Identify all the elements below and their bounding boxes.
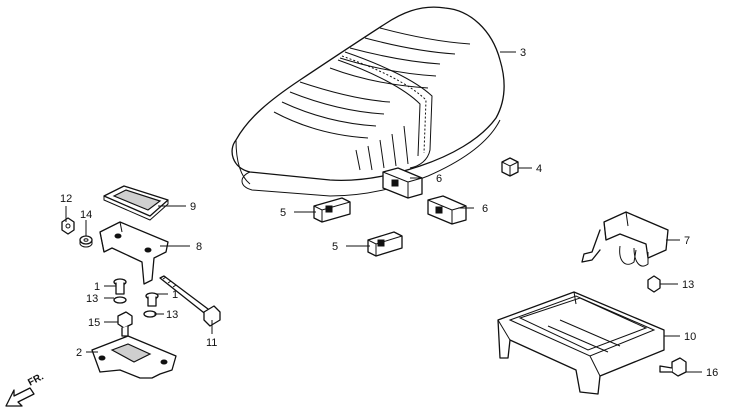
long-bolt-part [159, 275, 221, 327]
callout-13b: 13 [166, 309, 178, 321]
callout-labels: 3 4 6 6 5 5 9 8 12 14 1 13 1 13 15 2 11 … [60, 47, 718, 379]
cushion-b [427, 195, 467, 225]
callout-15: 15 [88, 317, 100, 329]
callout-7: 7 [684, 235, 690, 247]
callout-11: 11 [206, 337, 217, 349]
base-plate-part [91, 335, 177, 379]
screw-1b-part [143, 292, 159, 318]
callout-13c: 13 [682, 279, 694, 291]
bolt-16-part [659, 357, 687, 377]
callout-6a: 6 [436, 173, 442, 185]
tray-part [497, 291, 665, 395]
callout-6b: 6 [482, 203, 488, 215]
callout-14: 14 [80, 209, 92, 221]
cushion-c [313, 197, 351, 223]
front-direction-label: FR. [26, 371, 46, 388]
hook-bracket-part [581, 211, 669, 267]
nut-13-right-part [647, 275, 661, 293]
cushion-a [382, 167, 423, 199]
callout-10: 10 [684, 331, 696, 343]
front-direction-arrow: FR. [5, 371, 46, 407]
washer-14-part [79, 235, 93, 248]
callout-13a: 13 [86, 293, 98, 305]
nut-part [501, 157, 519, 177]
callout-1a: 1 [94, 281, 100, 293]
callout-5a: 5 [280, 207, 286, 219]
callout-5b: 5 [332, 241, 338, 253]
screw-1a-part [113, 278, 127, 304]
callout-3: 3 [520, 47, 526, 59]
callout-4: 4 [536, 163, 542, 175]
cushion-d [367, 231, 403, 257]
leader-lines [65, 51, 702, 373]
seat-part [231, 6, 505, 197]
callout-12: 12 [60, 193, 72, 205]
callout-8: 8 [196, 241, 202, 253]
nut-12-part [61, 217, 75, 235]
callout-9: 9 [190, 201, 196, 213]
callout-2: 2 [76, 347, 82, 359]
callout-1b: 1 [172, 289, 178, 301]
lock-cover-part [103, 185, 169, 221]
callout-16: 16 [706, 367, 718, 379]
seat-lock-bracket-part [99, 221, 169, 285]
screw-15-part [117, 311, 133, 337]
